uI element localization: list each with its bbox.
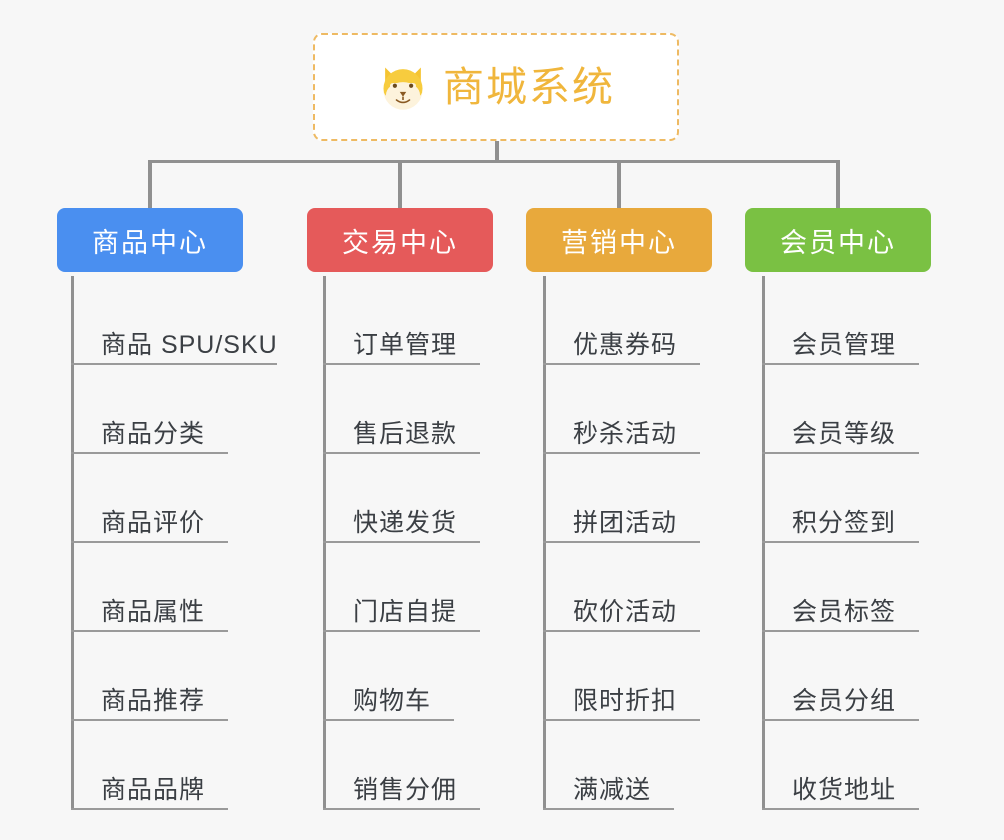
- leaf-item-label: 商品属性: [101, 598, 206, 626]
- leaf-item-underline: [71, 630, 228, 632]
- leaf-item-label: 积分签到: [792, 509, 897, 537]
- connector-drop-1: [148, 160, 152, 208]
- leaf-item-label: 门店自提: [353, 598, 458, 626]
- leaf-item-underline: [762, 363, 919, 365]
- leaf-item-label: 销售分佣: [353, 776, 458, 804]
- leaf-item[interactable]: 商品品牌: [71, 721, 290, 810]
- category-header-member-center[interactable]: 会员中心: [745, 208, 931, 272]
- leaf-column-marketing-center: 优惠券码秒杀活动拼团活动砍价活动限时折扣满减送: [543, 276, 700, 810]
- leaf-item-label: 商品推荐: [101, 687, 206, 715]
- leaf-item-underline: [762, 719, 919, 721]
- leaf-item[interactable]: 满减送: [543, 721, 689, 810]
- leaf-item-underline: [71, 452, 228, 454]
- shiba-dog-face-icon: [383, 67, 423, 110]
- leaf-item-label: 商品分类: [101, 420, 206, 448]
- leaf-item[interactable]: 商品评价: [71, 454, 290, 543]
- leaf-item-label: 会员管理: [792, 331, 897, 359]
- leaf-item-label: 会员等级: [792, 420, 897, 448]
- category-header-label: 商品中心: [92, 227, 208, 258]
- leaf-item-label: 商品评价: [101, 509, 206, 537]
- leaf-item-underline: [543, 719, 700, 721]
- leaf-item-label: 商品品牌: [101, 776, 206, 804]
- leaf-item-label: 砍价活动: [573, 598, 678, 626]
- leaf-item-label: 限时折扣: [573, 687, 678, 715]
- leaf-item[interactable]: 会员管理: [762, 276, 919, 365]
- category-header-trade-center[interactable]: 交易中心: [307, 208, 493, 272]
- leaf-item[interactable]: 砍价活动: [543, 543, 700, 632]
- leaf-item-label: 快递发货: [353, 509, 458, 537]
- leaf-item-underline: [762, 808, 919, 810]
- connector-horizontal-bus: [150, 160, 840, 163]
- leaf-item[interactable]: 会员标签: [762, 543, 919, 632]
- connector-drop-2: [398, 160, 402, 208]
- leaf-item-label: 收货地址: [792, 776, 897, 804]
- leaf-item-underline: [762, 452, 919, 454]
- leaf-column-trade-center: 订单管理售后退款快递发货门店自提购物车销售分佣: [323, 276, 480, 810]
- leaf-item-label: 拼团活动: [573, 509, 678, 537]
- leaf-item-label: 商品 SPU/SKU: [101, 331, 278, 359]
- leaf-item-label: 优惠券码: [573, 331, 678, 359]
- leaf-item-label: 会员分组: [792, 687, 897, 715]
- leaf-item-underline: [543, 363, 700, 365]
- leaf-item-underline: [543, 452, 700, 454]
- leaf-item[interactable]: 销售分佣: [323, 721, 480, 810]
- connector-root-stub: [495, 141, 499, 163]
- leaf-column-member-center: 会员管理会员等级积分签到会员标签会员分组收货地址: [762, 276, 919, 810]
- connector-drop-4: [836, 160, 840, 208]
- leaf-item[interactable]: 积分签到: [762, 454, 919, 543]
- leaf-item[interactable]: 商品推荐: [71, 632, 290, 721]
- leaf-item-underline: [762, 630, 919, 632]
- leaf-item[interactable]: 收货地址: [762, 721, 919, 810]
- leaf-item-underline: [323, 808, 480, 810]
- leaf-item-underline: [543, 808, 674, 810]
- leaf-item-underline: [762, 541, 919, 543]
- leaf-item-label: 订单管理: [353, 331, 458, 359]
- root-title: 商城系统: [443, 63, 615, 110]
- leaf-item[interactable]: 秒杀活动: [543, 365, 700, 454]
- category-header-product-center[interactable]: 商品中心: [57, 208, 243, 272]
- leaf-item-underline: [323, 363, 480, 365]
- leaf-item-underline: [71, 808, 228, 810]
- category-header-label: 交易中心: [342, 227, 458, 258]
- category-header-marketing-center[interactable]: 营销中心: [526, 208, 712, 272]
- leaf-item[interactable]: 快递发货: [323, 454, 480, 543]
- leaf-item-label: 售后退款: [353, 420, 458, 448]
- leaf-item-underline: [71, 541, 228, 543]
- leaf-item-underline: [323, 452, 480, 454]
- leaf-item[interactable]: 商品 SPU/SKU: [71, 276, 290, 365]
- leaf-item-label: 满减送: [573, 776, 652, 804]
- leaf-item[interactable]: 购物车: [323, 632, 469, 721]
- leaf-item[interactable]: 商品属性: [71, 543, 290, 632]
- leaf-item[interactable]: 售后退款: [323, 365, 480, 454]
- root-node-mall-system[interactable]: 商城系统: [313, 33, 679, 141]
- leaf-item[interactable]: 商品分类: [71, 365, 290, 454]
- leaf-item-underline: [323, 719, 454, 721]
- category-header-label: 会员中心: [780, 227, 896, 258]
- leaf-item-underline: [323, 541, 480, 543]
- leaf-item-label: 秒杀活动: [573, 420, 678, 448]
- leaf-item-underline: [71, 719, 228, 721]
- leaf-item[interactable]: 优惠券码: [543, 276, 700, 365]
- leaf-item[interactable]: 门店自提: [323, 543, 480, 632]
- leaf-item-label: 购物车: [353, 687, 432, 715]
- category-header-label: 营销中心: [561, 227, 677, 258]
- leaf-item-label: 会员标签: [792, 598, 897, 626]
- connector-drop-3: [617, 160, 621, 208]
- leaf-item-underline: [543, 630, 700, 632]
- leaf-column-product-center: 商品 SPU/SKU 商品分类商品评价商品属性商品推荐商品品牌: [71, 276, 290, 810]
- leaf-item[interactable]: 会员等级: [762, 365, 919, 454]
- leaf-item[interactable]: 限时折扣: [543, 632, 700, 721]
- leaf-item-underline: [543, 541, 700, 543]
- leaf-item[interactable]: 订单管理: [323, 276, 480, 365]
- leaf-item-underline: [323, 630, 480, 632]
- leaf-item[interactable]: 拼团活动: [543, 454, 700, 543]
- leaf-item[interactable]: 会员分组: [762, 632, 919, 721]
- leaf-item-underline: [71, 363, 277, 365]
